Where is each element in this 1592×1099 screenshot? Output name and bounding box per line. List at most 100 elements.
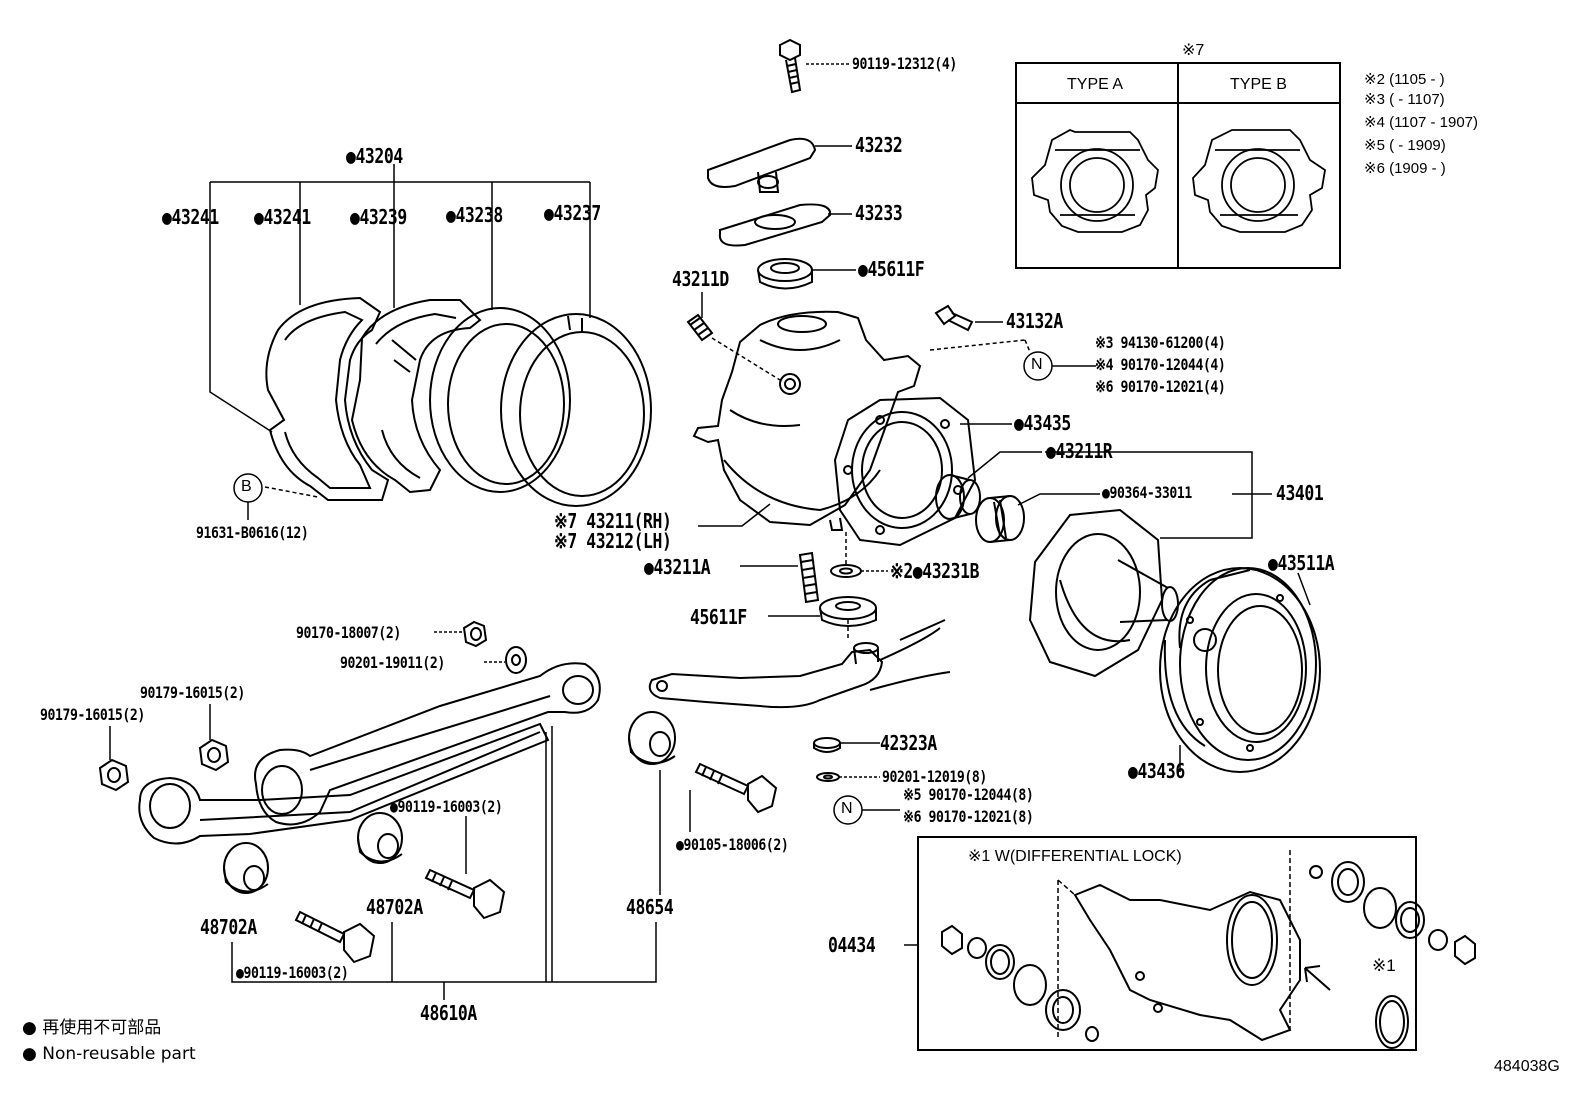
label-43211d: 43211D <box>672 267 729 291</box>
bushing-48702a-right-icon <box>357 812 403 864</box>
mark-b-circle <box>233 473 263 503</box>
nut-90179-b-icon <box>98 758 130 792</box>
note-3: ※3 ( - 1107) <box>1364 91 1445 108</box>
label-90201-12019: 90201-12019(8) <box>882 767 987 786</box>
ring-43238-icon <box>429 307 571 493</box>
label-90179-16015-b: 90179-16015(2) <box>40 705 145 724</box>
bushing-48654-icon <box>628 711 676 765</box>
label-45611f-top: ●45611F <box>858 257 925 281</box>
label-90364-33011: ●90364-33011 <box>1102 483 1192 502</box>
diff-lock-housing-icon <box>1057 850 1331 1042</box>
label-43132a: 43132A <box>1006 309 1063 333</box>
diff-lock-right-parts-icon <box>1309 861 1476 1049</box>
label-45611f-bottom: 45611F <box>690 605 747 629</box>
label-90105-18006: ●90105-18006(2) <box>676 835 789 854</box>
label-n-90170-12044-8: ※5 90170-12044(8) <box>903 785 1034 804</box>
label-n-94130: ※3 94130-61200(4) <box>1095 333 1226 352</box>
label-04434: 04434 <box>828 933 876 957</box>
label-n-90170-12021: ※6 90170-12021(4) <box>1095 377 1226 396</box>
washer-90201-19011-icon <box>505 646 527 674</box>
label-43212-lh: ※7 43212(LH) <box>554 529 672 553</box>
diff-lock-box <box>904 836 1476 1051</box>
bolt-43132a-icon <box>934 304 974 332</box>
cap-43232-icon <box>707 137 817 193</box>
shim-43231b-icon <box>830 564 862 578</box>
label-90119-12312: 90119-12312(4) <box>852 54 957 73</box>
stud-43211a-icon <box>798 551 820 604</box>
bolt-90105-18006-icon <box>694 762 778 814</box>
label-43401: 43401 <box>1276 481 1324 505</box>
brake-disc-43511a-icon <box>1163 567 1317 761</box>
mark-n-1: N <box>1031 356 1043 373</box>
label-90170-18007: 90170-18007(2) <box>296 623 401 642</box>
steering-knuckle-housing-icon <box>692 310 922 531</box>
label-90119-16003-a: ●90119-16003(2) <box>390 797 503 816</box>
ring-43237-icon <box>500 313 652 507</box>
lower-arm-48610a-icon <box>254 662 601 826</box>
label-43211r: ●43211R <box>1046 439 1113 463</box>
label-90201-19011: 90201-19011(2) <box>340 653 445 672</box>
bushing-43211r-icon <box>935 474 981 520</box>
note-1-marker: ※1 <box>1372 956 1396 975</box>
label-n-90170-12021-8: ※6 90170-12021(8) <box>903 807 1034 826</box>
washer-90201-12019-icon <box>816 772 840 782</box>
label-43238: ●43238 <box>446 203 503 227</box>
bushing-48702a-left-icon <box>223 842 269 894</box>
type-a-housing-icon <box>1031 129 1159 233</box>
note-4: ※4 (1107 - 1907) <box>1364 114 1479 131</box>
shim-group-43204 <box>209 164 652 507</box>
type-box <box>1015 62 1341 269</box>
diff-lock-left-parts-icon <box>941 924 1099 1042</box>
type-b-housing-icon <box>1192 129 1326 233</box>
diagram-id: 484038G <box>1494 1058 1560 1075</box>
gasket-43233-icon <box>718 203 832 247</box>
lower-arm-2-icon <box>138 722 550 845</box>
bushing-42323a-icon <box>813 737 841 753</box>
label-48654: 48654 <box>626 895 674 919</box>
gasket-43436-icon <box>1159 567 1321 773</box>
shim-43241-outer-icon <box>265 296 390 501</box>
bolt-90119-16003-a-icon <box>424 868 506 920</box>
label-43241-a: ●43241 <box>162 205 219 229</box>
label-43211a: ●43211A <box>644 555 711 579</box>
note-5: ※5 ( - 1909) <box>1364 137 1446 154</box>
label-43237: ●43237 <box>544 201 601 225</box>
mark-b: B <box>241 478 252 495</box>
shim-43239-icon <box>350 299 482 494</box>
label-48702a-left: 48702A <box>200 915 257 939</box>
label-43436: ●43436 <box>1128 759 1185 783</box>
spindle-43401-icon <box>1028 508 1179 678</box>
label-43511a: ●43511A <box>1268 551 1335 575</box>
bearing-45611f-bottom-icon <box>819 596 877 627</box>
nut-90170-18007-icon <box>462 620 488 648</box>
bolt-90119-16003-b-icon <box>294 910 376 964</box>
diff-lock-title: ※1 W(DIFFERENTIAL LOCK) <box>968 848 1182 865</box>
nut-90179-a-icon <box>198 738 230 772</box>
legend-japanese: ● 再使用不可部品 <box>22 1018 162 1038</box>
label-43211-rh: ※7 43211(RH) <box>554 509 672 533</box>
bearing-45611f-top-icon <box>757 258 813 290</box>
label-91631-b0616: 91631-B0616(12) <box>196 523 309 542</box>
label-43241-b: ●43241 <box>254 205 311 229</box>
note-6: ※6 (1909 - ) <box>1364 160 1446 177</box>
label-90119-16003-b: ●90119-16003(2) <box>236 963 349 982</box>
bolt-90119-12312-icon <box>779 38 802 94</box>
type-a-label: TYPE A <box>1067 76 1124 93</box>
legend-english: ● Non-reusable part <box>22 1044 196 1064</box>
stud-43211d-icon <box>686 313 714 342</box>
label-48610a: 48610A <box>420 1001 477 1025</box>
type-b-label: TYPE B <box>1230 76 1287 93</box>
label-43232: 43232 <box>855 133 903 157</box>
label-90179-16015-a: 90179-16015(2) <box>140 683 245 702</box>
label-43204: ●43204 <box>346 144 403 168</box>
label-43231b: ※2●43231B <box>890 559 980 583</box>
label-43233: 43233 <box>855 201 903 225</box>
flange-43435-icon <box>833 396 977 547</box>
label-42323a: 42323A <box>880 731 937 755</box>
type-box-title: ※7 <box>1182 42 1205 59</box>
mark-n-2: N <box>841 800 853 817</box>
label-43239: ●43239 <box>350 205 407 229</box>
needle-bearing-90364-icon <box>975 495 1025 543</box>
note-2: ※2 (1105 - ) <box>1364 71 1445 88</box>
